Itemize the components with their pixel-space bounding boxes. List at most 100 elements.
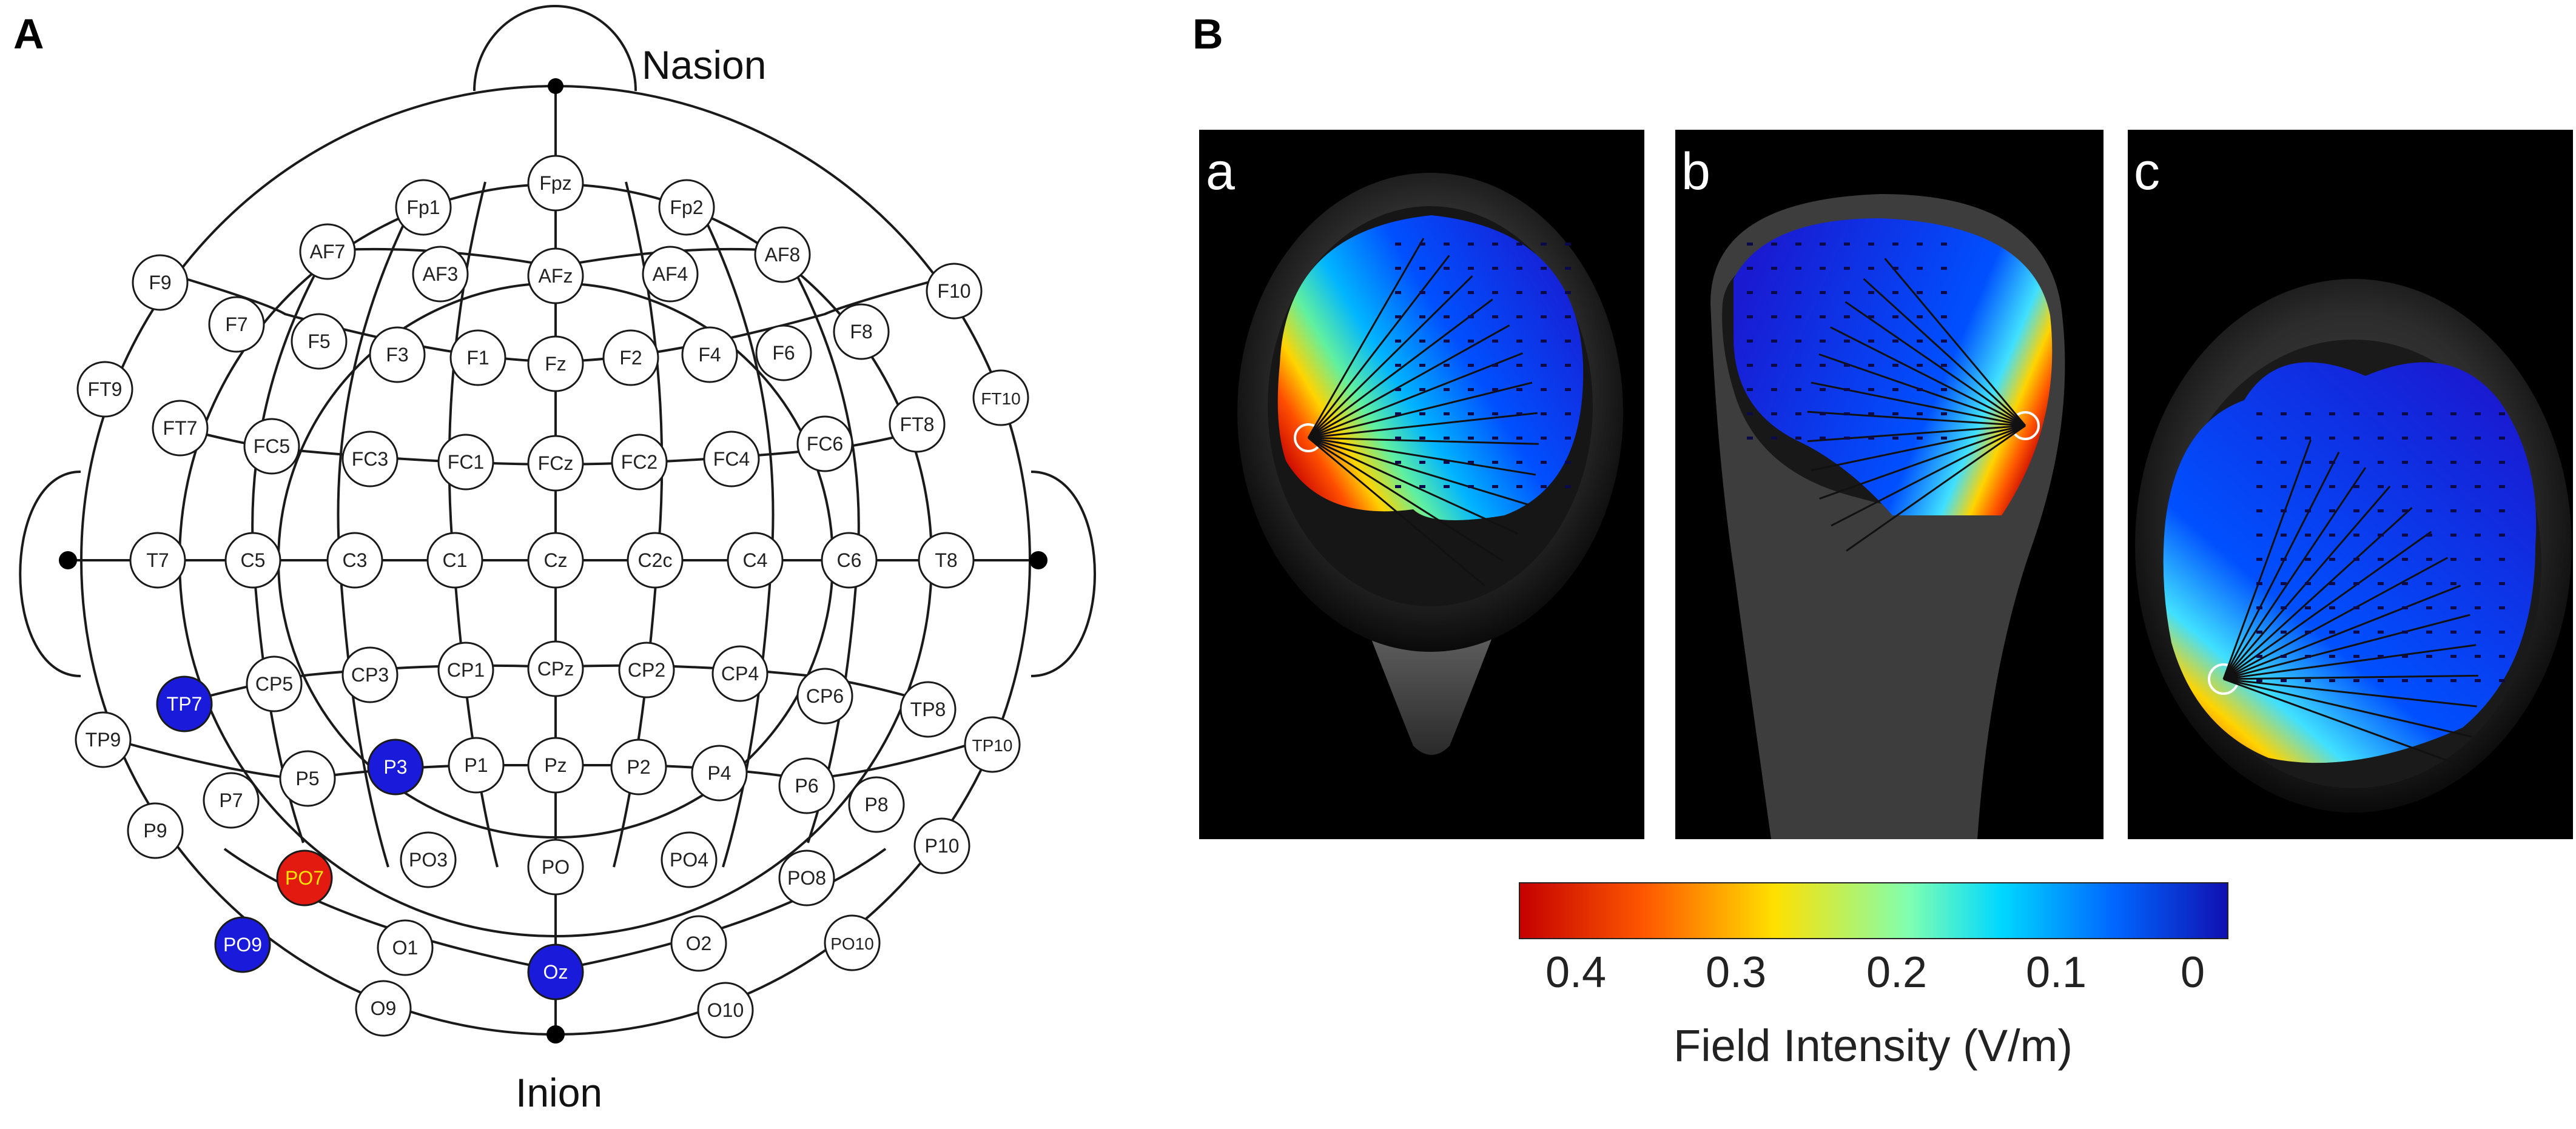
electrode-label: FC6 (807, 433, 843, 455)
vector-dot (2402, 558, 2408, 561)
vector-dot (1541, 412, 1547, 415)
colorbar (1519, 882, 2228, 939)
vector-dot (1868, 340, 1874, 343)
view-a-label: a (1206, 142, 1235, 201)
vector-dot (1492, 267, 1498, 270)
vector-dot (2256, 631, 2262, 634)
colorbar-tick-label: 0.4 (1545, 948, 1606, 997)
vector-dot (2499, 655, 2505, 658)
vector-dot (1844, 412, 1850, 415)
vector-dot (1395, 364, 1401, 367)
electrode-label: PO10 (830, 934, 874, 953)
vector-dot (2305, 558, 2311, 561)
vector-dot (2353, 509, 2359, 512)
vector-line (1845, 301, 2026, 427)
electrode-f3: F3 (369, 326, 426, 383)
vector-dot (1941, 315, 1947, 318)
electrode-label: Fpz (539, 172, 571, 194)
vector-dot (2426, 461, 2432, 464)
vector-dot (2450, 558, 2457, 561)
vector-line (2223, 678, 2472, 738)
mri-view-a (1199, 130, 1644, 839)
vector-dot (2281, 534, 2287, 537)
electrode-label: O10 (707, 999, 744, 1021)
vector-dot (2329, 461, 2335, 464)
vector-dot (1795, 412, 1801, 415)
vector-dot (1516, 340, 1522, 343)
electrode-c5: C5 (224, 532, 281, 589)
vector-dot (1468, 315, 1474, 318)
electrode-ft10: FT10 (972, 369, 1029, 426)
electrode-fc1: FC1 (437, 434, 494, 491)
vector-dot (1868, 267, 1874, 270)
vector-dot (1868, 437, 1874, 440)
vector-dot (1917, 388, 1923, 391)
electrode-label: AF4 (653, 263, 688, 285)
vector-dot (1941, 267, 1947, 270)
electrode-label: O9 (371, 997, 397, 1019)
vector-dot (1419, 243, 1425, 246)
colorbar-tick-label: 0 (2181, 948, 2205, 997)
vector-dot (2499, 679, 2505, 682)
electrode-label: C4 (743, 549, 768, 571)
vector-dot (2475, 509, 2481, 512)
vector-dot (1565, 340, 1571, 343)
vector-dot (1468, 364, 1474, 367)
vector-dot (1468, 461, 1474, 464)
vector-line (2223, 674, 2478, 680)
vector-dot (1444, 315, 1450, 318)
electrode-label: PO8 (787, 867, 826, 889)
vector-dot (1492, 364, 1498, 367)
inion-label: Inion (516, 1070, 602, 1115)
electrode-label: F4 (698, 344, 721, 366)
electrode-fc5: FC5 (243, 418, 300, 475)
vector-dot (1395, 267, 1401, 270)
electrode-f4: F4 (681, 326, 738, 383)
electrode-t7: T7 (129, 532, 186, 589)
vector-dot (1795, 340, 1801, 343)
vector-dot (1820, 243, 1826, 246)
vector-dot (1747, 412, 1753, 415)
vector-dot (2305, 412, 2311, 415)
vector-dot (1820, 364, 1826, 367)
vector-line (2223, 678, 2477, 708)
vector-dot (1565, 364, 1571, 367)
vector-dot (1892, 267, 1898, 270)
inion-dot (546, 1025, 565, 1044)
vector-dot (1444, 437, 1450, 440)
vector-dot (2353, 631, 2359, 634)
vector-line (2223, 557, 2448, 680)
electrode-p2: P2 (610, 739, 667, 796)
vector-dot (2256, 655, 2262, 658)
vector-dot (1395, 485, 1401, 488)
nasion-dot (548, 78, 563, 94)
vector-line (1819, 424, 2026, 500)
vector-dot (1747, 437, 1753, 440)
electrode-label: TP7 (167, 693, 203, 715)
vector-dot (1892, 437, 1898, 440)
electrode-pz: Pz (527, 737, 584, 794)
vector-dot (1419, 291, 1425, 294)
vector-dot (2329, 437, 2335, 440)
vector-dot (2281, 412, 2287, 415)
vector-dot (1795, 364, 1801, 367)
vector-line (1308, 437, 1539, 445)
vector-dot (1468, 388, 1474, 391)
vector-dot (1844, 243, 1850, 246)
electrode-label: FC1 (448, 451, 484, 473)
electrode-label: FC4 (713, 448, 750, 470)
vector-dot (1820, 412, 1826, 415)
vector-dot (2256, 606, 2262, 609)
vector-line (2222, 451, 2340, 680)
vector-dot (1565, 267, 1571, 270)
vector-line (1308, 324, 1510, 439)
vector-dot (2450, 679, 2457, 682)
vector-dot (1516, 267, 1522, 270)
vector-dot (2475, 412, 2481, 415)
vector-line (2223, 614, 2470, 680)
vector-dot (1395, 315, 1401, 318)
vector-dot (2426, 631, 2432, 634)
vector-line (2223, 678, 2464, 768)
vector-dot (1444, 364, 1450, 367)
electrode-f10: F10 (926, 263, 983, 320)
